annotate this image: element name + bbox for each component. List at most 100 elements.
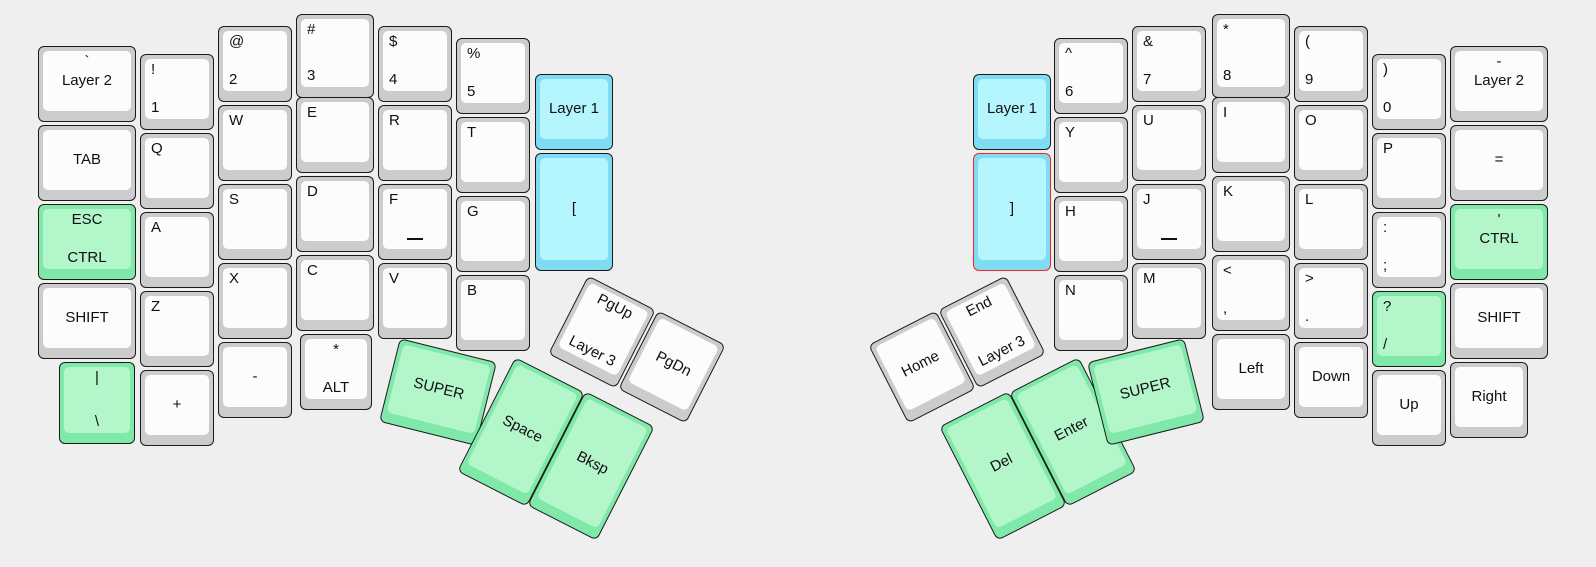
keycap-r-m: M [1137,268,1201,328]
keycap-r-period: >. [1299,268,1363,328]
key-l-3[interactable]: #3 [296,14,374,98]
key-r-o[interactable]: O [1294,105,1368,181]
key-l-2[interactable]: @2 [218,26,292,102]
legend-center-r-layer1: Layer 1 [986,100,1038,118]
key-r-rbracket[interactable]: ] [973,153,1051,271]
keycap-r-down: Down [1299,347,1363,407]
keycap-l-star-alt: *ALT [305,339,367,399]
keycap-l-q: Q [145,138,209,198]
key-l-r[interactable]: R [378,105,452,181]
keycap-l-5: %5 [461,43,525,103]
legend-shifted-l-e: E [307,104,318,121]
key-l-a[interactable]: A [140,212,214,288]
key-l-plus[interactable]: + [140,370,214,446]
legend-base-r-comma: , [1223,300,1228,318]
keycap-l-t: T [461,122,525,182]
legend-center-r-equal: = [1494,151,1504,169]
key-l-tab[interactable]: TAB [38,125,136,201]
key-l-w[interactable]: W [218,105,292,181]
key-l-e[interactable]: E [296,97,374,173]
legend-center-r-home: Home [898,347,943,381]
key-l-t[interactable]: T [456,117,530,193]
legend-bottom-l-esc-ctrl: CTRL [67,249,107,267]
key-l-z[interactable]: Z [140,291,214,367]
legend-bottom-l-pipe-bslash: \ [94,413,100,431]
key-r-right[interactable]: Right [1450,362,1528,438]
legend-base-r-7: 7 [1143,71,1152,89]
keycap-r-u: U [1137,110,1201,170]
key-r-6[interactable]: ^6 [1054,38,1128,114]
key-r-u[interactable]: U [1132,105,1206,181]
key-r-0[interactable]: )0 [1372,54,1446,130]
key-r-quote-ctrl[interactable]: 'CTRL [1450,204,1548,280]
key-l-grave-layer2[interactable]: `Layer 2 [38,46,136,122]
key-r-super[interactable]: SUPER [1087,338,1205,446]
legend-shifted-l-z: Z [151,298,161,315]
key-r-l[interactable]: L [1294,184,1368,260]
legend-top-r-minus-layer2: - [1496,53,1502,70]
legend-base-l-4: 4 [389,71,398,89]
key-r-m[interactable]: M [1132,263,1206,339]
legend-shifted-r-slash: ? [1383,298,1392,315]
key-l-pipe-bslash[interactable]: |\ [59,362,135,444]
key-l-1[interactable]: !1 [140,54,214,130]
key-r-8[interactable]: *8 [1212,14,1290,98]
legend-center-r-right: Right [1471,388,1507,406]
key-r-layer1[interactable]: Layer 1 [973,74,1051,150]
key-l-c[interactable]: C [296,255,374,331]
legend-center-l-bksp: Bksp [573,447,612,479]
legend-shifted-l-r: R [389,112,400,129]
key-l-q[interactable]: Q [140,133,214,209]
keycap-l-2: @2 [223,31,287,91]
legend-center-l-lbracket: [ [571,200,577,218]
key-l-minus[interactable]: - [218,342,292,418]
key-r-y[interactable]: Y [1054,117,1128,193]
key-r-equal[interactable]: = [1450,125,1548,201]
key-r-period[interactable]: >. [1294,263,1368,339]
key-r-minus-layer2[interactable]: -Layer 2 [1450,46,1548,122]
key-r-9[interactable]: (9 [1294,26,1368,102]
key-l-star-alt[interactable]: *ALT [300,334,372,410]
key-l-5[interactable]: %5 [456,38,530,114]
legend-center-l-grave-layer2: Layer 2 [61,72,113,90]
key-r-shift[interactable]: SHIFT [1450,283,1548,359]
keycap-l-b: B [461,280,525,340]
key-r-down[interactable]: Down [1294,342,1368,418]
keycap-r-layer1: Layer 1 [978,79,1046,139]
key-r-p[interactable]: P [1372,133,1446,209]
key-l-layer1[interactable]: Layer 1 [535,74,613,150]
legend-shifted-r-9: ( [1305,33,1310,50]
keycap-r-h: H [1059,201,1123,261]
key-r-left[interactable]: Left [1212,334,1290,410]
key-l-d[interactable]: D [296,176,374,252]
key-r-j[interactable]: J [1132,184,1206,260]
key-r-h[interactable]: H [1054,196,1128,272]
key-l-x[interactable]: X [218,263,292,339]
legend-shifted-l-w: W [229,112,244,129]
keycap-r-7: &7 [1137,31,1201,91]
legend-shifted-r-comma: < [1223,262,1232,279]
key-l-v[interactable]: V [378,263,452,339]
legend-shifted-r-8: * [1223,21,1229,38]
legend-center-r-super: SUPER [1118,374,1173,404]
key-l-f[interactable]: F [378,184,452,260]
key-l-shift[interactable]: SHIFT [38,283,136,359]
keycap-r-up: Up [1377,375,1441,435]
key-r-slash[interactable]: ?/ [1372,291,1446,367]
key-r-n[interactable]: N [1054,275,1128,351]
keycap-r-k: K [1217,181,1285,241]
key-l-s[interactable]: S [218,184,292,260]
key-r-7[interactable]: &7 [1132,26,1206,102]
key-r-comma[interactable]: <, [1212,255,1290,331]
legend-center-r-quote-ctrl: CTRL [1479,230,1519,248]
key-r-semicolon[interactable]: :; [1372,212,1446,288]
key-l-b[interactable]: B [456,275,530,351]
keycap-l-minus: - [223,347,287,407]
key-l-4[interactable]: $4 [378,26,452,102]
key-r-i[interactable]: I [1212,97,1290,173]
key-r-up[interactable]: Up [1372,370,1446,446]
key-l-g[interactable]: G [456,196,530,272]
key-r-k[interactable]: K [1212,176,1290,252]
key-l-lbracket[interactable]: [ [535,153,613,271]
